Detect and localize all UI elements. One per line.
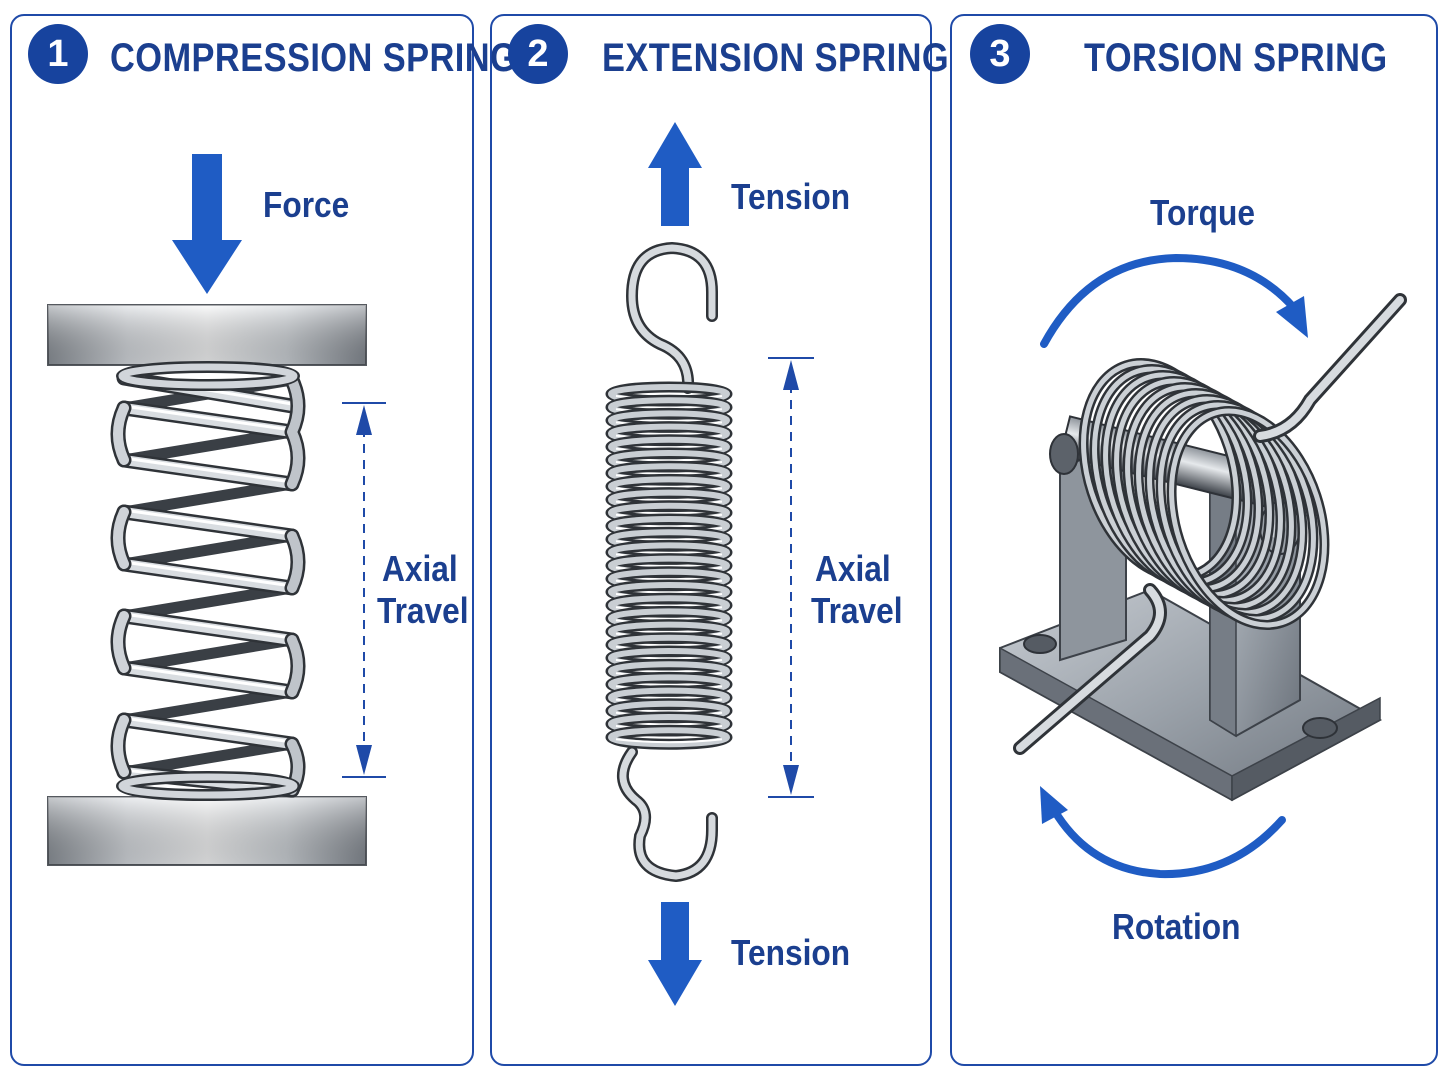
extension-hooks [617, 241, 718, 883]
axial-label-line1: Axial [815, 548, 891, 589]
panel-title-extension: EXTENSION SPRING [602, 36, 950, 80]
step-number-3: 3 [970, 24, 1030, 84]
force-label: Force [263, 184, 350, 225]
axial-label-line1: Axial [382, 548, 458, 589]
torsion-bracket [999, 448, 1383, 802]
rotation-label: Rotation [1112, 906, 1241, 947]
step-number-2: 2 [508, 24, 568, 84]
panel-title-torsion: TORSION SPRING [1084, 36, 1388, 80]
extension-coil [605, 381, 733, 750]
force-arrow-icon [172, 154, 242, 294]
panel-title-compression: COMPRESSION SPRING [110, 36, 518, 80]
axial-label-line2: Travel [811, 590, 903, 631]
panel-torsion [950, 14, 1438, 1066]
axial-label-line2: Travel [377, 590, 469, 631]
step-number-1: 1 [28, 24, 88, 84]
rotation-arc-icon [1040, 786, 1286, 879]
torsion-coil [1078, 358, 1330, 630]
tension-arrow-icon [648, 902, 702, 1006]
torque-label: Torque [1150, 192, 1256, 233]
compression-coil [110, 361, 306, 801]
bottom-plate [47, 796, 367, 866]
axial-travel-dimension-1 [342, 402, 386, 778]
torque-arc-icon [1040, 253, 1308, 348]
tension-arrow-icon [648, 122, 702, 226]
top-plate [47, 304, 367, 366]
torsion-legs [1013, 293, 1407, 755]
tension-label-bottom: Tension [731, 932, 851, 973]
axial-travel-dimension-2 [768, 357, 814, 798]
tension-label-top: Tension [731, 176, 851, 217]
